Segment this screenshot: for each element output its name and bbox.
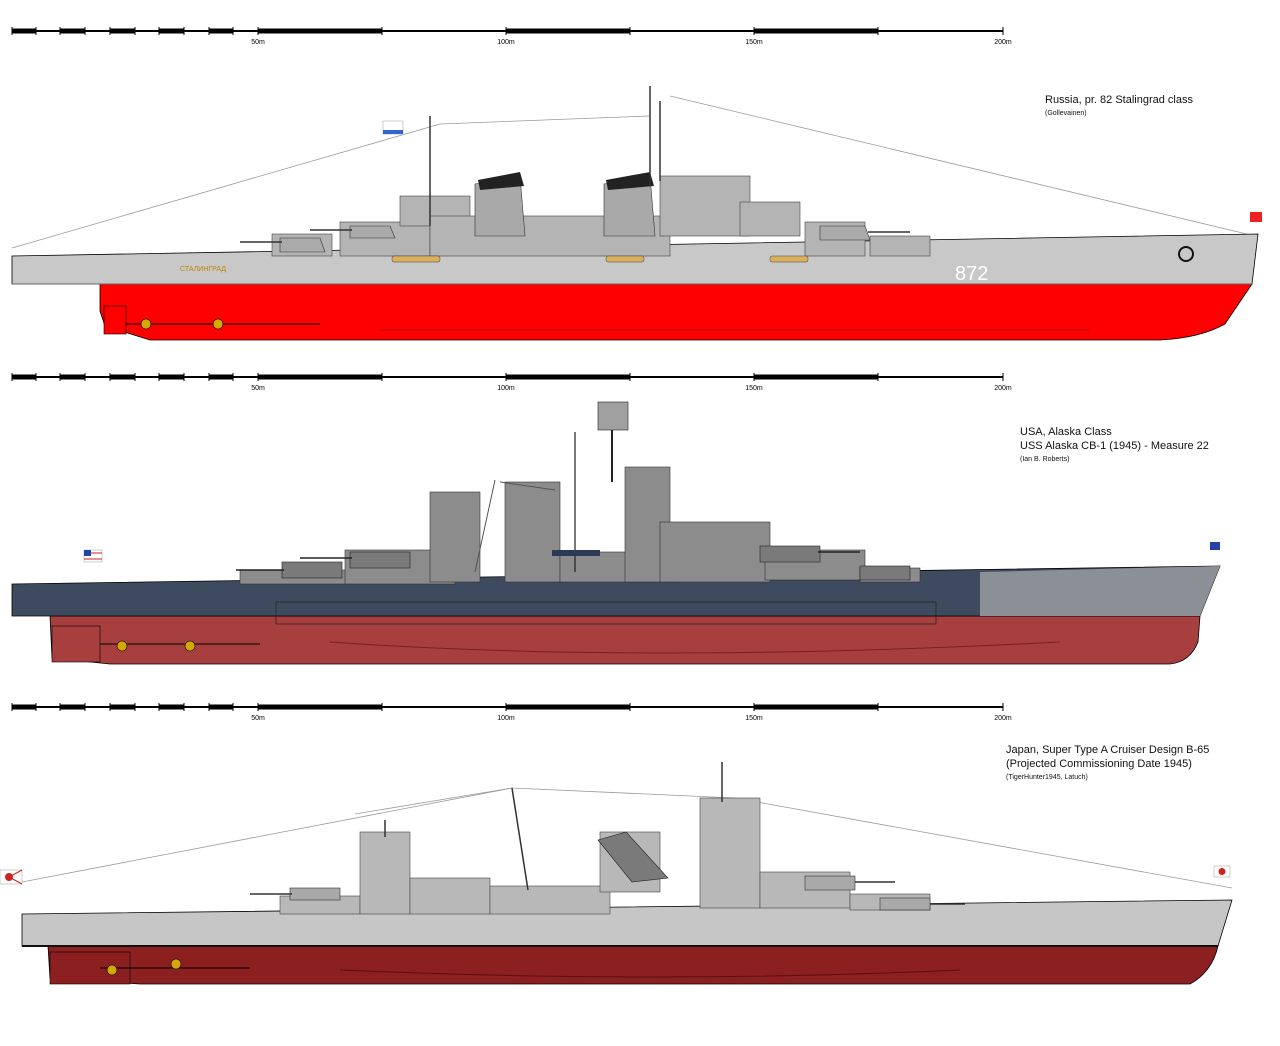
ship-credit: (TigerHunter1945, Latuch) (1006, 773, 1088, 781)
ship-profile-alaska (11, 401, 1221, 665)
scale-tick-label: 100m (497, 39, 515, 46)
scale-tick-label: 150m (745, 39, 763, 46)
scale-tick-label: 200m (994, 715, 1012, 722)
ship-panel-japan: 50m 100m 150m 200m Japan, Super Type A C… (0, 702, 1280, 1002)
ship-credit: (Ian B. Roberts) (1020, 455, 1070, 463)
scale-bar: 50m 100m 150m 200m (11, 373, 1012, 392)
ship-profile-b65 (0, 762, 1233, 985)
ship-class-title: Japan, Super Type A Cruiser Design B-65 (1006, 744, 1210, 756)
scale-tick-label: 100m (497, 715, 515, 722)
scale-tick-label: 150m (745, 715, 763, 722)
ship-credit: (Gollevainen) (1045, 109, 1087, 117)
ship-caption: Japan, Super Type A Cruiser Design B-65 … (1006, 744, 1209, 782)
ship-profile-stalingrad: СТАЛИНГРАД 872 (11, 86, 1262, 341)
ship-caption: Russia, pr. 82 Stalingrad class (Golleva… (1045, 94, 1193, 119)
ship-hull-number: 872 (955, 263, 988, 285)
scale-tick-label: 200m (994, 39, 1012, 46)
scale-tick-label: 50m (251, 39, 265, 46)
scale-tick-label: 150m (745, 385, 763, 392)
ship-caption: USA, Alaska Class USS Alaska CB-1 (1945)… (1020, 426, 1209, 464)
ship-panel-russia: 50m 100m 150m 200m Russia, pr. 82 Stalin… (0, 26, 1280, 346)
ship-class-title: USA, Alaska Class (1020, 426, 1112, 438)
scale-tick-label: 50m (251, 385, 265, 392)
ship-subtitle: (Projected Commissioning Date 1945) (1006, 757, 1192, 770)
scale-tick-label: 50m (251, 715, 265, 722)
ship-panel-usa: 50m 100m 150m 200m USA, Alaska Class USS… (0, 372, 1280, 672)
scale-bar: 50m 100m 150m 200m (11, 27, 1012, 46)
ship-class-title: Russia, pr. 82 Stalingrad class (1045, 94, 1193, 106)
scale-tick-label: 200m (994, 385, 1012, 392)
scale-tick-label: 100m (497, 385, 515, 392)
ship-subtitle: USS Alaska CB-1 (1945) - Measure 22 (1020, 439, 1209, 452)
scale-bar: 50m 100m 150m 200m (11, 703, 1012, 722)
ship-hull-name: СТАЛИНГРАД (180, 266, 226, 273)
